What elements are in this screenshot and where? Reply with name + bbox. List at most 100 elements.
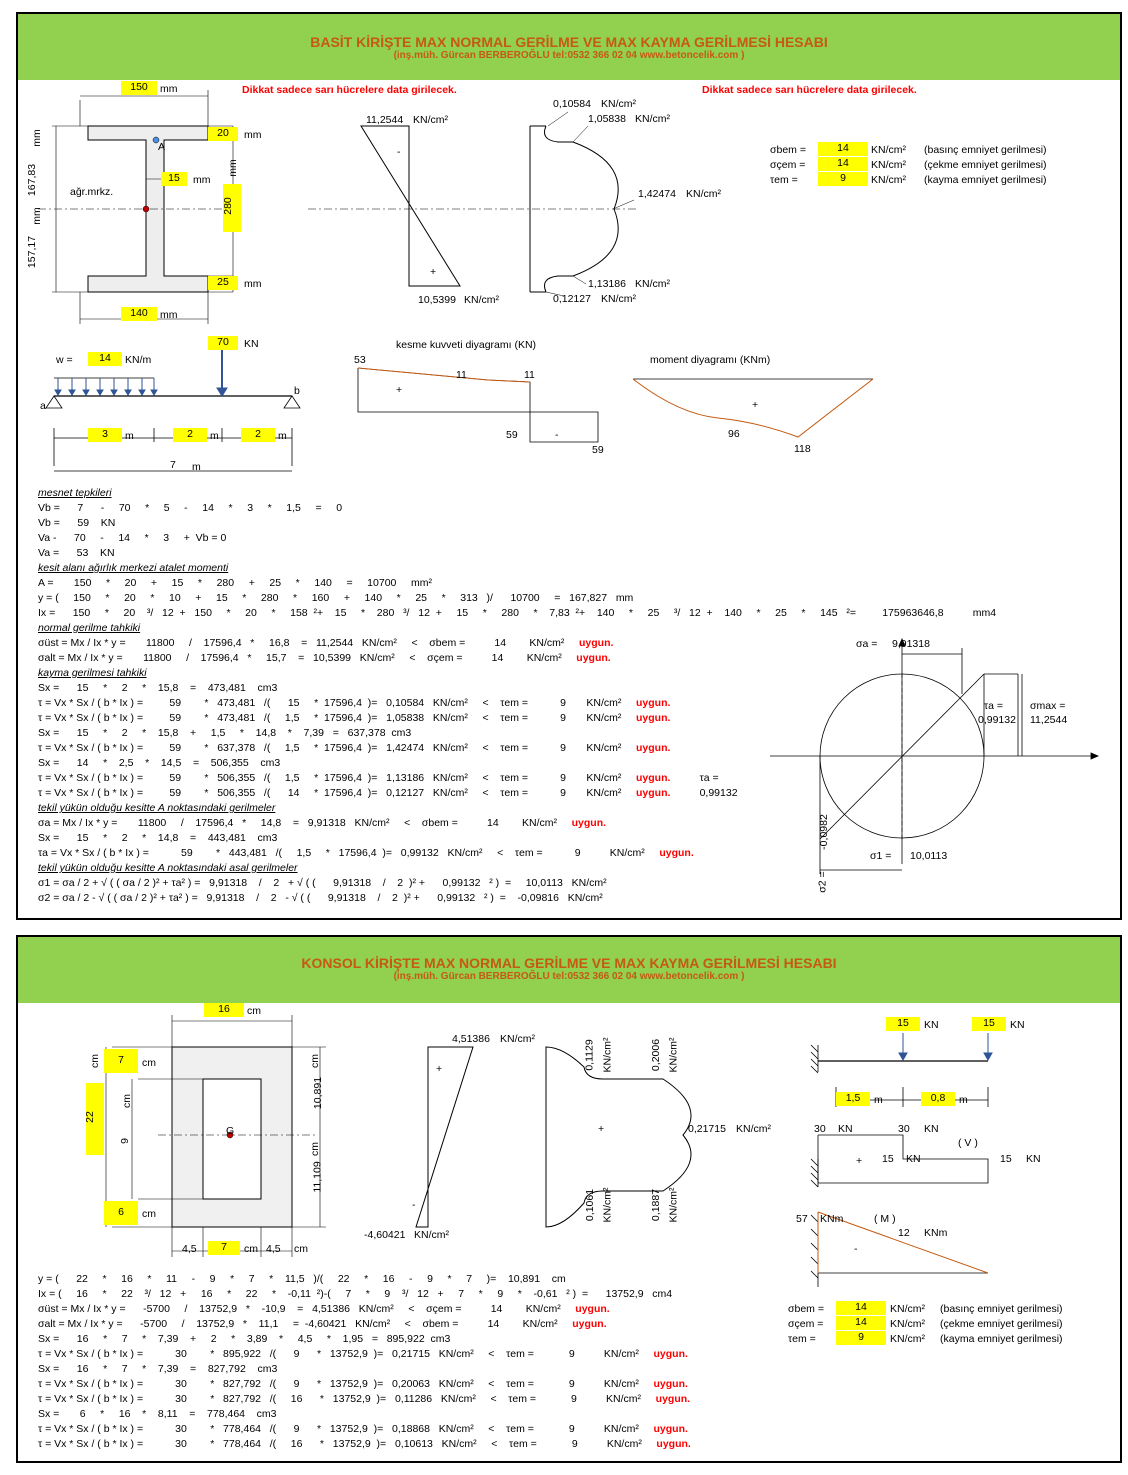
y-top-value: 10,891 (312, 1076, 325, 1110)
calc-text: σalt = Mx / Ix * y = 11800 / 17596,4 * 1… (38, 652, 562, 664)
sigma-cem-cell[interactable]: 14 (836, 1316, 886, 1330)
ok-status: uygun. (621, 712, 671, 724)
unit: KN (924, 1019, 939, 1031)
sigma-2-label: σ2 = (816, 871, 829, 893)
sigma-cem-desc: (çekme emniyet gerilmesi) (940, 1318, 1063, 1330)
calc-line: τ = Vx * Sx / ( b * Ix ) = 30 * 827,792 … (38, 1378, 688, 1390)
top-width-cell[interactable]: 150 (121, 81, 157, 95)
ok-status: uygun. (638, 1378, 688, 1390)
calc-text: mesnet tepkileri (38, 487, 112, 499)
tau-value: 0,2006 (650, 1038, 663, 1072)
unit: KN/cm² (601, 1037, 614, 1073)
calc-line: τ = Vx * Sx / ( b * Ix ) = 30 * 778,464 … (38, 1438, 691, 1450)
tau-max: 0,21715 (688, 1123, 726, 1135)
calc-line: τ = Vx * Sx / ( b * Ix ) = 59 * 506,355 … (38, 772, 719, 784)
calc-line: τ = Vx * Sx / ( b * Ix ) = 59 * 473,481 … (38, 697, 670, 709)
tau-value: 0,1129 (583, 1039, 596, 1071)
web-thickness-cell[interactable]: 15 (161, 172, 187, 186)
ok-status: uygun. (638, 1423, 688, 1435)
unit: KN/cm² (414, 1229, 449, 1241)
sigma-bem-cell[interactable]: 14 (818, 142, 868, 156)
moment-value: 57 (796, 1213, 808, 1225)
tau-1: 0,10584 (553, 98, 591, 110)
height-cell[interactable]: 22 (84, 1083, 104, 1155)
inner-width-cell[interactable]: 7 (208, 1241, 240, 1255)
shear-value: 59 (506, 429, 518, 441)
distributed-load-cell[interactable]: 14 (88, 352, 122, 366)
unit: KN/cm² (686, 188, 721, 200)
sigma-bem-label: σbem = (770, 144, 806, 156)
unit: KNm (820, 1213, 844, 1225)
load1-cell[interactable]: 15 (886, 1017, 920, 1031)
calc-line: σalt = Mx / Ix * y = -5700 / 13752,9 * 1… (38, 1318, 607, 1330)
point-load-cell[interactable]: 70 (208, 336, 238, 350)
bottom-thickness-cell[interactable]: 6 (104, 1201, 138, 1225)
value: 7 (118, 1054, 124, 1066)
tau-em-cell[interactable]: 9 (836, 1331, 886, 1345)
box-section-drawing (105, 1015, 993, 1287)
panel1-title: BASİT KİRİŞTE MAX NORMAL GERİLME VE MAX … (310, 34, 828, 50)
calc-line: Ix = 150 * 20 ³/ 12 + 150 * 20 * 158 ²+ … (38, 607, 996, 619)
calc-line: y = ( 150 * 20 * 10 + 15 * 280 * 160 + 1… (38, 592, 633, 604)
unit: KN/cm² (635, 278, 670, 290)
calc-line: τ = Vx * Sx / ( b * Ix ) = 59 * 637,378 … (38, 742, 670, 754)
unit: KN (924, 1123, 939, 1135)
calc-line: Va = 53 KN (38, 547, 115, 559)
sigma-2-value: -0,0982 (817, 814, 830, 850)
shear-value: 15 (882, 1153, 894, 1165)
point-a-label: A (158, 141, 166, 153)
shear-value: 15 (1000, 1153, 1012, 1165)
top-thickness-cell[interactable]: 7 (104, 1049, 138, 1073)
tau-value: 0,1887 (650, 1188, 663, 1222)
unit: cm (142, 1208, 156, 1220)
tau-em-cell[interactable]: 9 (818, 172, 868, 186)
centroid-label: ağr.mrkz. (70, 186, 114, 198)
calc-line: τ = Vx * Sx / ( b * Ix ) = 59 * 473,481 … (38, 712, 670, 724)
unit: KN (838, 1123, 853, 1135)
calc-line: Vb = 59 KN (38, 517, 115, 529)
sigma-bem-cell[interactable]: 14 (836, 1301, 886, 1315)
unit: KN/cm² (601, 293, 636, 305)
moment-diagram-title: moment diyagramı (KNm) (650, 354, 771, 366)
ok-status: uygun. (621, 787, 671, 799)
tau-em-label: τem = (770, 174, 798, 186)
unit: m (125, 430, 134, 442)
tau-3: 1,42474 (638, 188, 676, 200)
calc-line: σüst = Mx / Ix * y = -5700 / 13752,9 * -… (38, 1303, 610, 1315)
calc-text: Va - 70 - 14 * 3 + Vb = 0 (38, 532, 227, 544)
calc-line: τ = Vx * Sx / ( b * Ix ) = 30 * 778,464 … (38, 1423, 688, 1435)
calc-text: τ = Vx * Sx / ( b * Ix ) = 59 * 637,378 … (38, 742, 622, 754)
value: 6 (118, 1206, 124, 1218)
unit: KNm (924, 1227, 948, 1239)
bottom-width-cell[interactable]: 140 (121, 307, 157, 321)
calc-line: σa = Mx / Ix * y = 11800 / 17596,4 * 14,… (38, 817, 606, 829)
shear-label: ( V ) (958, 1137, 978, 1149)
load2-cell[interactable]: 15 (972, 1017, 1006, 1031)
calc-line: τ = Vx * Sx / ( b * Ix ) = 59 * 506,355 … (38, 787, 738, 799)
dist2-cell[interactable]: 0,8 (921, 1092, 955, 1106)
top-flange-cell[interactable]: 20 (208, 127, 238, 141)
moment-label: ( M ) (874, 1213, 896, 1225)
calc-line: Vb = 7 - 70 * 5 - 14 * 3 * 1,5 = 0 (38, 502, 342, 514)
calc-text: Sx = 15 * 2 * 15,8 = 473,481 cm3 (38, 682, 278, 694)
span2-cell[interactable]: 2 (173, 428, 207, 442)
span3-cell[interactable]: 2 (241, 428, 275, 442)
calc-text: τ = Vx * Sx / ( b * Ix ) = 30 * 827,792 … (38, 1393, 642, 1405)
calc-line: A = 150 * 20 + 15 * 280 + 25 * 140 = 107… (38, 577, 432, 589)
unit: cm (309, 1142, 321, 1156)
height-cell[interactable]: 280 (222, 184, 241, 232)
bottom-flange-cell[interactable]: 25 (208, 276, 238, 290)
width-cell[interactable]: 16 (204, 1003, 244, 1017)
unit: cm (244, 1243, 258, 1255)
calc-line: Sx = 16 * 7 * 7,39 + 2 * 3,89 * 4,5 * 1,… (38, 1333, 450, 1345)
dist1-cell[interactable]: 1,5 (836, 1092, 870, 1106)
shear-stress-curve (545, 1046, 692, 1228)
sigma-top-value: 4,51386 (452, 1033, 490, 1045)
panel1-banner: BASİT KİRİŞTE MAX NORMAL GERİLME VE MAX … (18, 14, 1120, 80)
tau-a-label: τa = (984, 700, 1004, 712)
sigma-cem-cell[interactable]: 14 (818, 157, 868, 171)
span1-cell[interactable]: 3 (88, 428, 122, 442)
sigma-bottom-value: 10,5399 (418, 294, 456, 306)
sigma-bottom-value: -4,60421 (364, 1229, 406, 1241)
unit: m (874, 1094, 883, 1106)
